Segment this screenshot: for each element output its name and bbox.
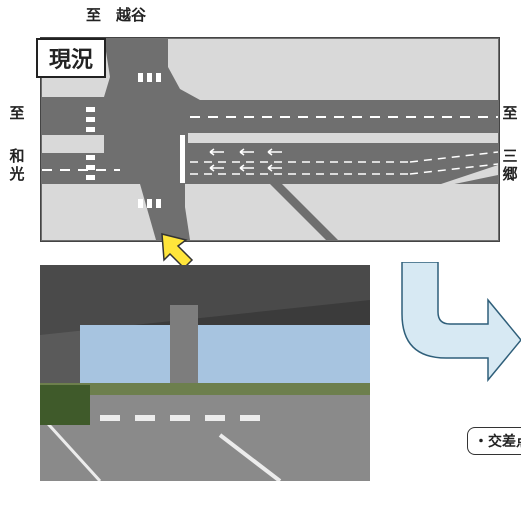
- direction-label-top: 至 越谷: [86, 6, 147, 24]
- yellow-arrow-icon: [161, 233, 194, 270]
- site-photo: [40, 265, 370, 481]
- lane-line: [409, 163, 499, 175]
- intersection-map: [40, 37, 500, 242]
- direction-label-left-to: 至: [9, 104, 25, 122]
- block-bottom-left: [42, 184, 156, 240]
- status-badge: 現況: [36, 38, 106, 78]
- block-top-right: [168, 39, 498, 100]
- lane-line: [409, 151, 499, 163]
- direction-label-right-to: 至: [502, 104, 518, 122]
- median-left: [42, 135, 104, 153]
- crosswalk: [86, 73, 185, 208]
- curved-arrow-icon: [401, 262, 521, 382]
- taper-right: [432, 165, 498, 187]
- direction-label-right-name: 三郷: [502, 147, 518, 183]
- block-bottom-right: [282, 184, 498, 240]
- lane-arrows: [209, 148, 282, 172]
- block-bottom-middle: [185, 184, 326, 240]
- direction-label-left-name: 和光: [9, 147, 25, 183]
- median-right: [188, 133, 498, 143]
- note-callout: ・交差点: [467, 427, 521, 455]
